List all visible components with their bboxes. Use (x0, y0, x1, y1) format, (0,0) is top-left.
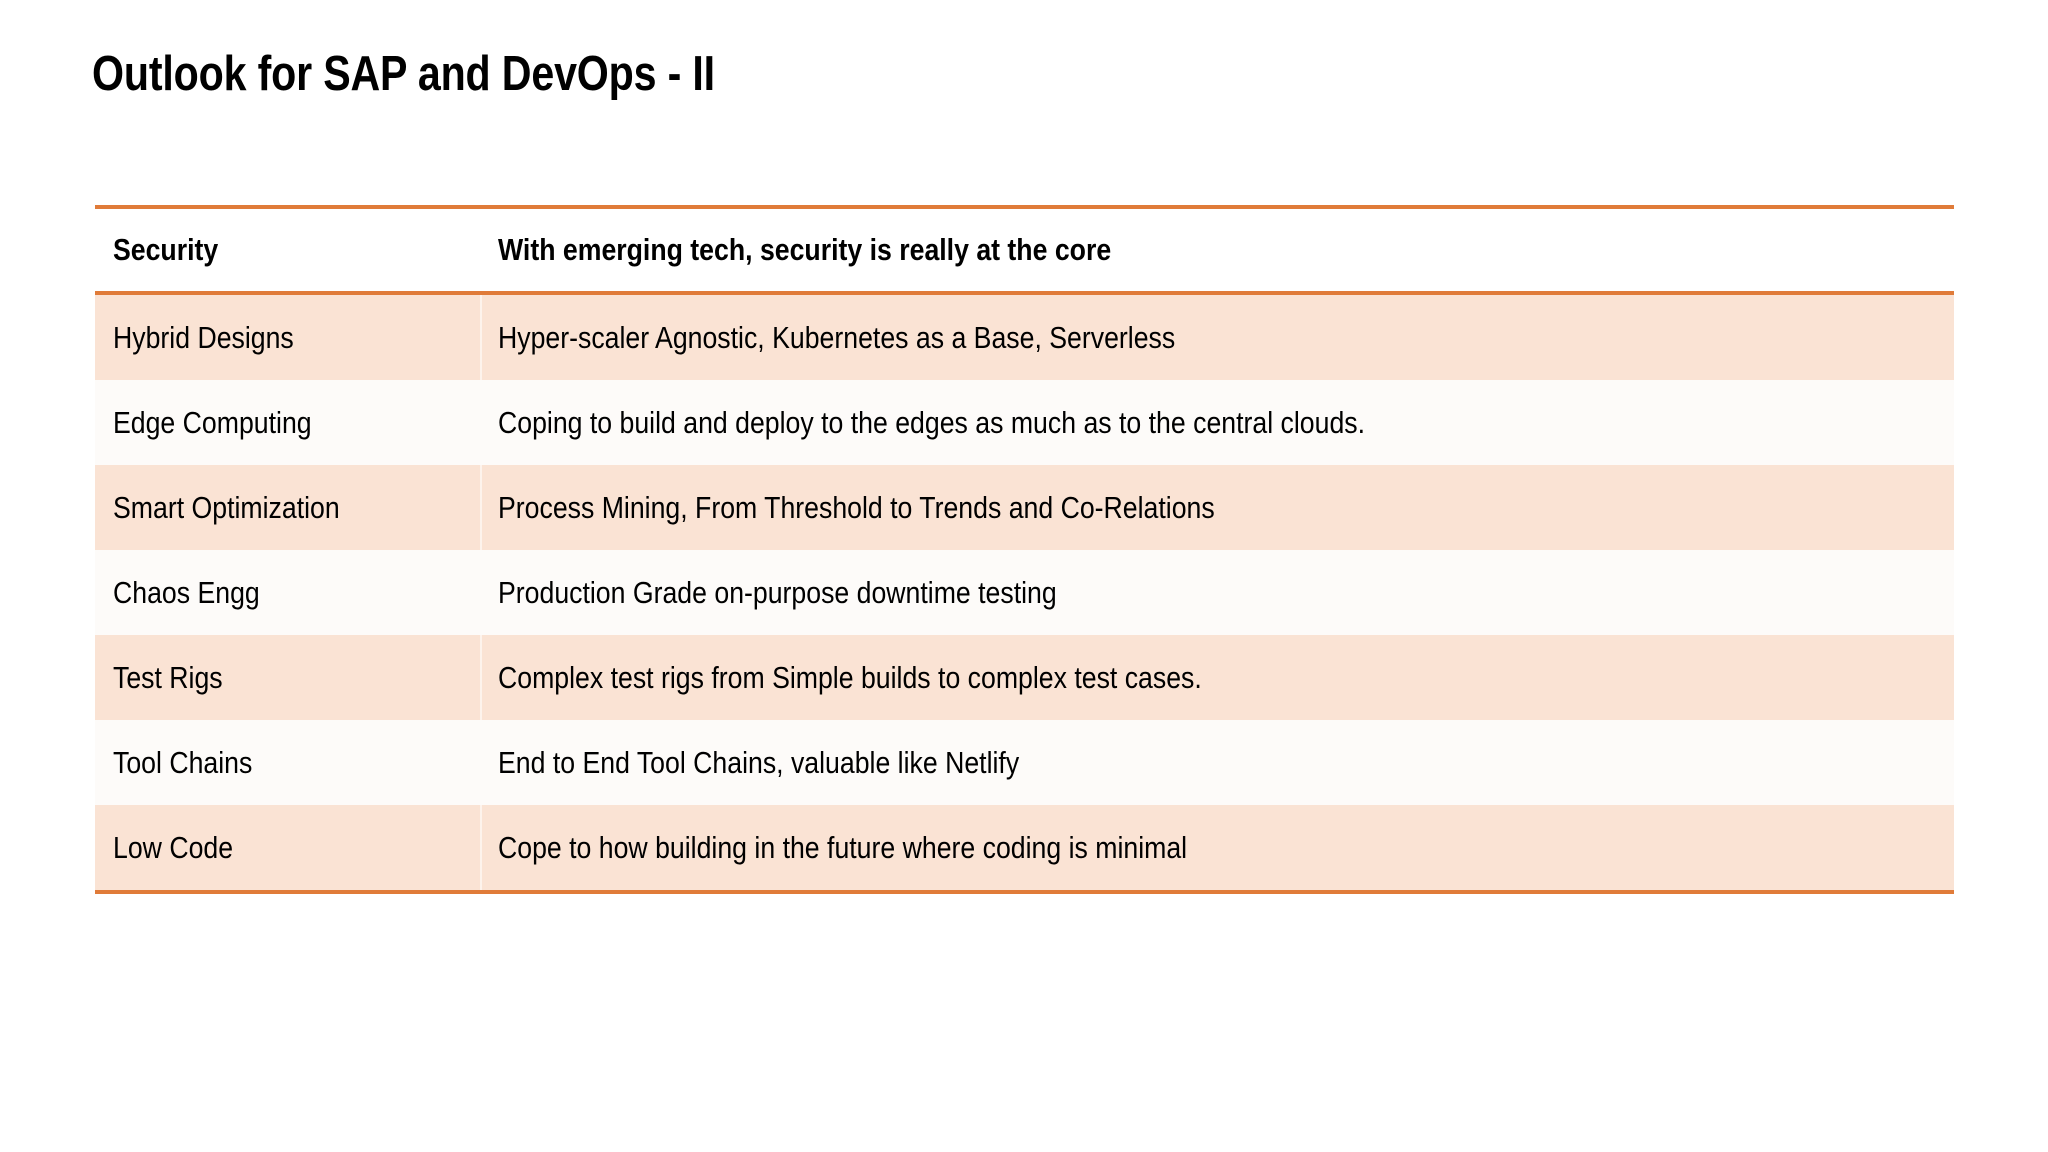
table-row: Test Rigs Complex test rigs from Simple … (95, 635, 1954, 720)
table-row: Hybrid Designs Hyper-scaler Agnostic, Ku… (95, 293, 1954, 380)
page-title: Outlook for SAP and DevOps - II (92, 47, 715, 101)
row-description-label: Production Grade on-purpose downtime tes… (498, 574, 1057, 610)
row-key-label: Chaos Engg (113, 574, 260, 610)
table-cell-key: Smart Optimization (95, 465, 480, 550)
table-cell-description: Hyper-scaler Agnostic, Kubernetes as a B… (480, 293, 1954, 380)
table-cell-key: Hybrid Designs (95, 293, 480, 380)
row-description-label: Coping to build and deploy to the edges … (498, 404, 1366, 440)
row-description-label: Cope to how building in the future where… (498, 829, 1188, 865)
row-description-label: Process Mining, From Threshold to Trends… (498, 489, 1215, 525)
table-body: Security With emerging tech, security is… (95, 207, 1954, 894)
table-cell-key: Tool Chains (95, 720, 480, 805)
table-row: Edge Computing Coping to build and deplo… (95, 380, 1954, 465)
row-key-label: Edge Computing (113, 404, 312, 440)
row-key-label: Tool Chains (113, 744, 253, 780)
row-key-label: Low Code (113, 829, 234, 865)
table-row: Smart Optimization Process Mining, From … (95, 465, 1954, 550)
table-header-row: Security With emerging tech, security is… (95, 207, 1954, 293)
table-cell-key: Low Code (95, 805, 480, 894)
row-key-label: Smart Optimization (113, 489, 340, 525)
row-description-label: End to End Tool Chains, valuable like Ne… (498, 744, 1020, 780)
table-cell-description: Process Mining, From Threshold to Trends… (480, 465, 1954, 550)
table-cell-description: Cope to how building in the future where… (480, 805, 1954, 894)
table-row: Chaos Engg Production Grade on-purpose d… (95, 550, 1954, 635)
outlook-table: Security With emerging tech, security is… (95, 205, 1954, 894)
table-header-key-label: Security (113, 232, 219, 267)
table-cell-description: End to End Tool Chains, valuable like Ne… (480, 720, 1954, 805)
table-row: Tool Chains End to End Tool Chains, valu… (95, 720, 1954, 805)
table-header-cell-description: With emerging tech, security is really a… (480, 207, 1954, 293)
table-cell-description: Coping to build and deploy to the edges … (480, 380, 1954, 465)
row-description-label: Complex test rigs from Simple builds to … (498, 659, 1202, 695)
row-key-label: Hybrid Designs (113, 319, 294, 355)
table-header-cell-key: Security (95, 207, 480, 293)
row-key-label: Test Rigs (113, 659, 223, 695)
table-cell-key: Chaos Engg (95, 550, 480, 635)
table-cell-key: Edge Computing (95, 380, 480, 465)
table-cell-key: Test Rigs (95, 635, 480, 720)
table-cell-description: Production Grade on-purpose downtime tes… (480, 550, 1954, 635)
table-row: Low Code Cope to how building in the fut… (95, 805, 1954, 894)
table-header-description-label: With emerging tech, security is really a… (498, 232, 1112, 267)
row-description-label: Hyper-scaler Agnostic, Kubernetes as a B… (498, 319, 1176, 355)
table-cell-description: Complex test rigs from Simple builds to … (480, 635, 1954, 720)
